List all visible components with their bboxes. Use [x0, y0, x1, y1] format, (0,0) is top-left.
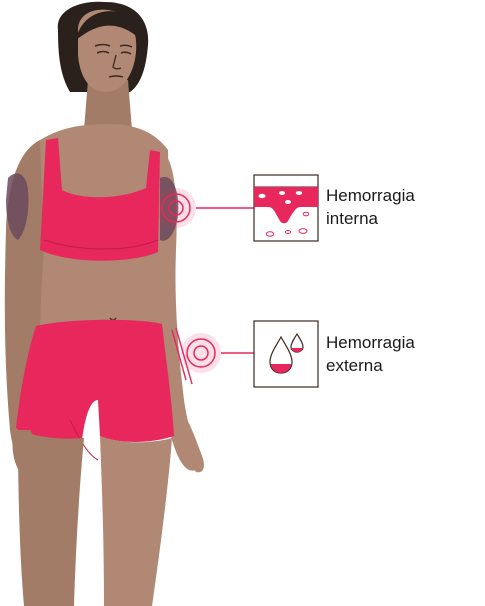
- left-eyebrow: [94, 43, 111, 47]
- right-leg: [100, 436, 172, 606]
- right-eyebrow: [119, 44, 133, 48]
- external-marker-ring: [186, 338, 216, 368]
- mouth: [108, 75, 124, 78]
- shorts-seam: [69, 419, 99, 461]
- external-bleeding-label: Hemorragia externa: [326, 331, 415, 377]
- bruise-left: [6, 173, 29, 240]
- wound-line-1: [171, 329, 187, 381]
- right-eye: [120, 51, 132, 55]
- internal-bleeding-label-line1: Hemorragia: [326, 186, 415, 205]
- left-eye: [96, 50, 110, 54]
- shorts: [16, 319, 174, 442]
- internal-bleeding-label: Hemorragia interna: [326, 184, 415, 230]
- nose: [112, 54, 122, 70]
- internal-marker-dot: [168, 200, 184, 216]
- wound-line-2: [175, 327, 193, 385]
- sports-bra: [40, 138, 160, 261]
- right-hand: [178, 418, 204, 473]
- left-hand: [12, 430, 44, 484]
- bra-seam: [43, 239, 159, 250]
- internal-bleeding-label-line2: interna: [326, 209, 378, 228]
- neck: [84, 80, 132, 130]
- face: [78, 9, 137, 92]
- internal-marker-ring: [161, 193, 191, 223]
- external-bleeding-label-line1: Hemorragia: [326, 333, 415, 352]
- external-bleeding-drops-icon: [253, 320, 319, 388]
- internal-bleeding-icon: [253, 174, 319, 242]
- hair-fringe: [76, 11, 142, 42]
- external-marker-dot: [193, 345, 209, 361]
- external-bleeding-label-line2: externa: [326, 356, 383, 375]
